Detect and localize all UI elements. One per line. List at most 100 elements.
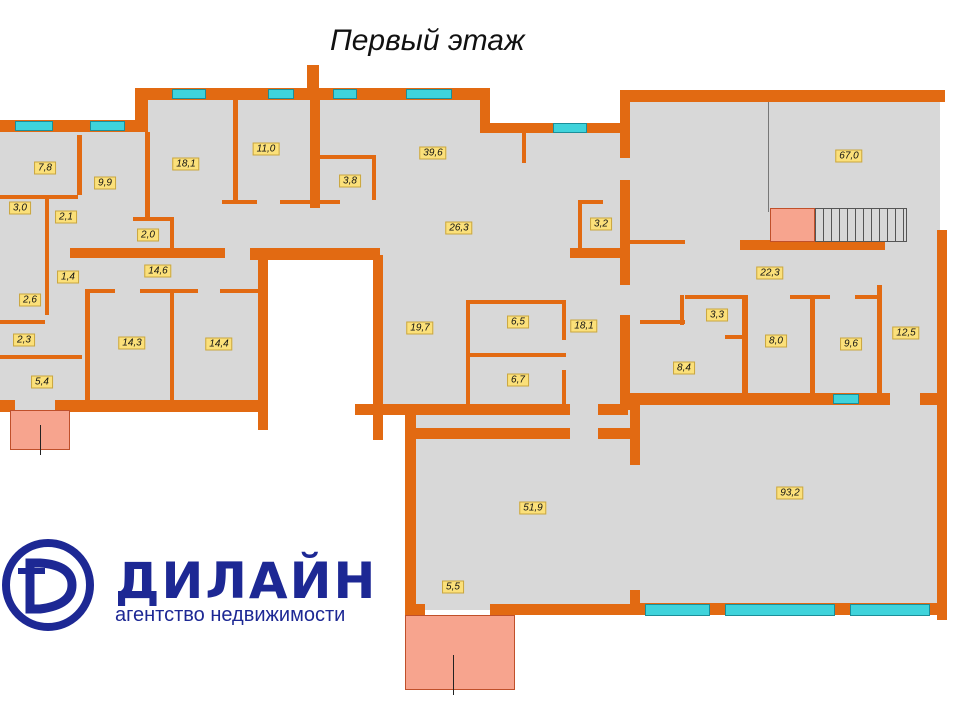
window xyxy=(333,89,357,99)
room-area: 5,4 xyxy=(31,375,53,389)
wall xyxy=(220,289,260,293)
wall xyxy=(170,217,174,252)
logo-emblem-icon xyxy=(2,539,94,631)
entrance-bottom xyxy=(405,615,515,690)
wall xyxy=(742,295,748,395)
wall xyxy=(233,100,238,200)
room-area: 12,5 xyxy=(892,326,920,340)
wall xyxy=(578,200,582,250)
wall xyxy=(55,400,265,412)
wall xyxy=(630,90,945,102)
room-area: 11,0 xyxy=(252,142,280,156)
wall xyxy=(740,240,885,250)
window xyxy=(172,89,206,99)
wall xyxy=(680,295,684,325)
wall xyxy=(145,132,150,217)
window xyxy=(553,123,587,133)
wall xyxy=(372,155,376,200)
room-area: 3,2 xyxy=(590,217,612,231)
room-area: 14,6 xyxy=(144,264,172,278)
wall xyxy=(598,404,628,415)
wall xyxy=(578,200,603,204)
wall xyxy=(920,393,940,405)
wall xyxy=(480,123,625,133)
wall xyxy=(855,295,880,299)
wall xyxy=(562,370,566,410)
wall xyxy=(598,428,638,439)
window xyxy=(90,121,125,131)
window xyxy=(645,604,710,616)
wall xyxy=(620,180,630,285)
wall xyxy=(133,217,173,221)
room-area: 18,1 xyxy=(172,157,200,171)
wall xyxy=(725,335,745,339)
wall xyxy=(310,100,320,208)
wall xyxy=(355,404,570,415)
wall xyxy=(307,65,319,100)
room-area: 22,3 xyxy=(756,266,784,280)
room-area: 26,3 xyxy=(445,221,473,235)
wall xyxy=(877,285,882,395)
window xyxy=(406,89,452,99)
wall xyxy=(170,289,174,402)
wall xyxy=(0,195,78,199)
room-area: 2,3 xyxy=(13,333,35,347)
wall xyxy=(320,155,375,159)
stair-steps xyxy=(815,208,907,242)
wall xyxy=(280,200,310,204)
room-area: 39,6 xyxy=(419,146,447,160)
wall xyxy=(415,428,570,439)
room-area: 3,8 xyxy=(339,174,361,188)
window xyxy=(725,604,835,616)
room-area: 67,0 xyxy=(835,149,863,163)
wall xyxy=(85,290,90,402)
entrance-arrow-icon xyxy=(453,655,454,695)
wall xyxy=(70,248,225,258)
wall xyxy=(0,355,82,359)
room-area: 3,3 xyxy=(706,308,728,322)
staircase xyxy=(770,208,815,242)
wall xyxy=(0,400,15,412)
room-area: 6,7 xyxy=(507,373,529,387)
wall xyxy=(630,240,685,244)
room-area: 7,8 xyxy=(34,161,56,175)
room-area: 2,1 xyxy=(55,210,77,224)
room-area: 19,7 xyxy=(406,321,434,335)
wall xyxy=(480,88,490,133)
wall xyxy=(620,315,630,410)
room-area: 2,6 xyxy=(19,293,41,307)
wall xyxy=(522,133,526,163)
room-area: 9,6 xyxy=(840,337,862,351)
wall xyxy=(562,300,566,340)
company-logo: ДИЛАЙН агентство недвижимости xyxy=(0,530,380,631)
room-area: 8,4 xyxy=(673,361,695,375)
wall xyxy=(466,300,566,304)
wall xyxy=(320,200,340,204)
window xyxy=(268,89,294,99)
wall xyxy=(77,135,82,195)
wall xyxy=(45,195,49,315)
window xyxy=(850,604,930,616)
room-area: 3,0 xyxy=(9,201,31,215)
wall xyxy=(258,255,268,430)
room-area: 8,0 xyxy=(765,334,787,348)
logo-tagline: агентство недвижимости xyxy=(115,604,346,626)
wall xyxy=(640,320,685,324)
wall xyxy=(222,200,257,204)
room-area: 9,9 xyxy=(94,176,116,190)
wall xyxy=(85,289,115,293)
wall xyxy=(937,230,947,620)
room-area: 14,4 xyxy=(205,337,233,351)
room-area: 93,2 xyxy=(776,486,804,500)
room-area: 6,5 xyxy=(507,315,529,329)
wall xyxy=(630,590,640,615)
wall xyxy=(630,393,890,405)
wall xyxy=(466,353,566,357)
room-area: 14,3 xyxy=(118,336,146,350)
notch xyxy=(488,95,622,125)
room-area: 51,9 xyxy=(519,501,547,515)
wall xyxy=(373,255,383,440)
wall xyxy=(0,320,45,324)
window xyxy=(15,121,53,131)
